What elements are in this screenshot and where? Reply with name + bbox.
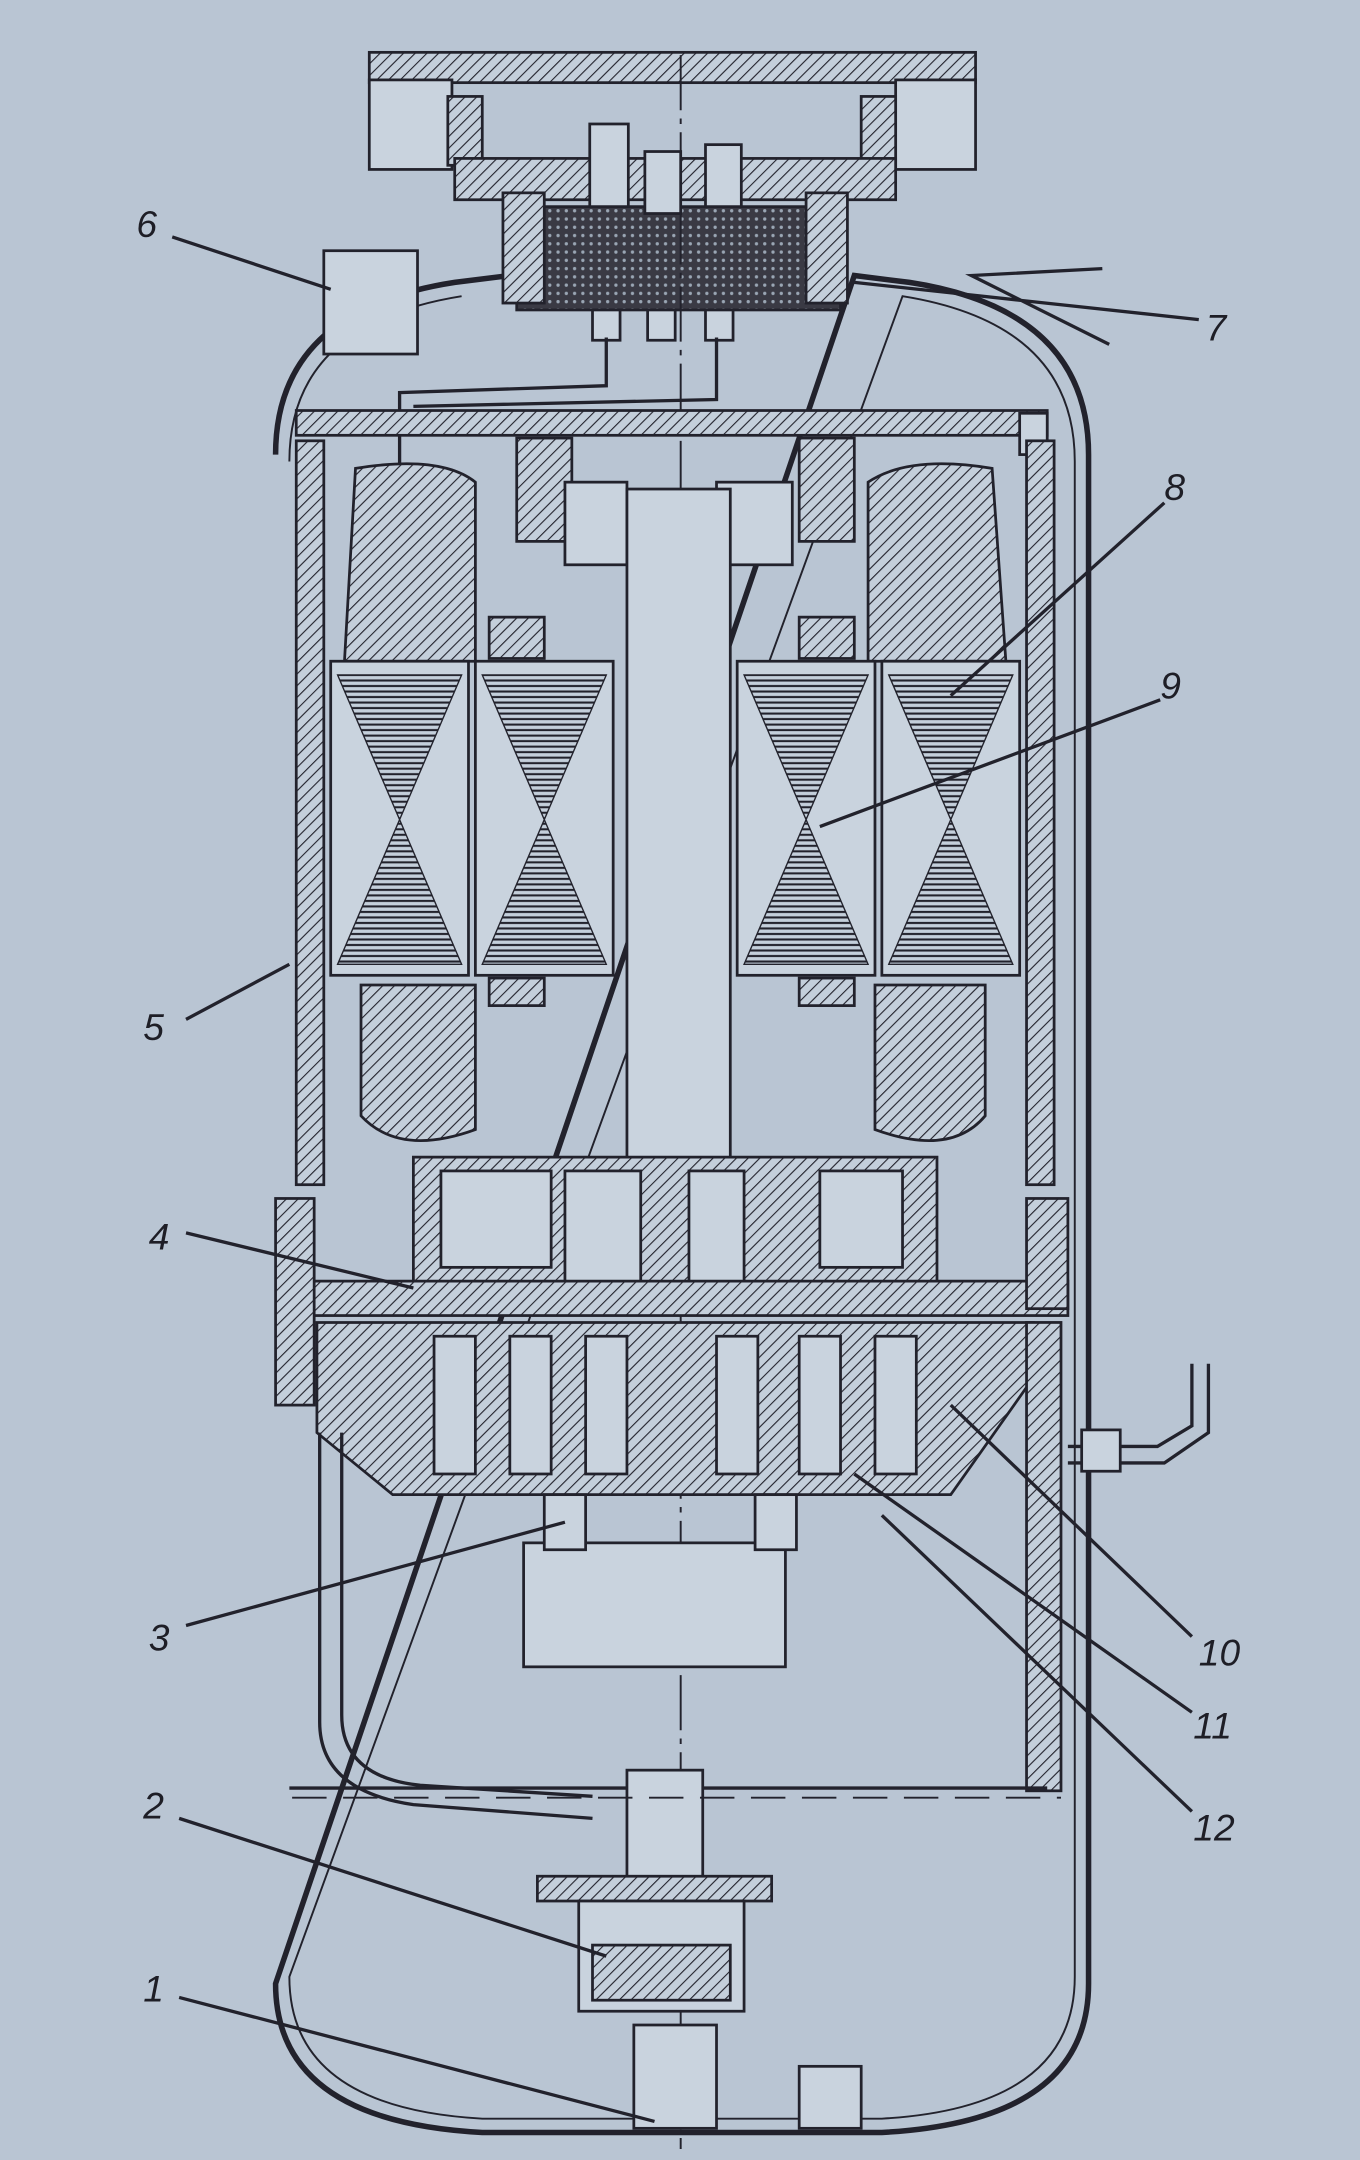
suction-fitting xyxy=(322,249,419,356)
callout-label-9: 9 xyxy=(1160,664,1181,706)
callout-label-6: 6 xyxy=(136,203,157,245)
callout-label-4: 4 xyxy=(149,1215,170,1257)
crankcase xyxy=(274,1155,1070,1407)
leader-lines xyxy=(171,235,1199,2124)
callout-label-11: 11 xyxy=(1193,1704,1232,1746)
callout-label-1: 1 xyxy=(143,1968,164,2010)
callout-label-2: 2 xyxy=(142,1784,164,1826)
callout-label-8: 8 xyxy=(1164,466,1185,508)
callout-label-3: 3 xyxy=(149,1616,170,1658)
callout-label-5: 5 xyxy=(143,1006,164,1048)
scroll-set xyxy=(315,1321,1063,1793)
motor-stator xyxy=(329,615,1022,1007)
callout-label-12: 12 xyxy=(1193,1806,1235,1848)
oil-pump-assembly xyxy=(289,1432,1048,2130)
terminal-box xyxy=(367,50,977,342)
callout-label-7: 7 xyxy=(1206,306,1228,348)
callout-label-10: 10 xyxy=(1199,1631,1241,1673)
crankshaft xyxy=(625,487,732,1173)
